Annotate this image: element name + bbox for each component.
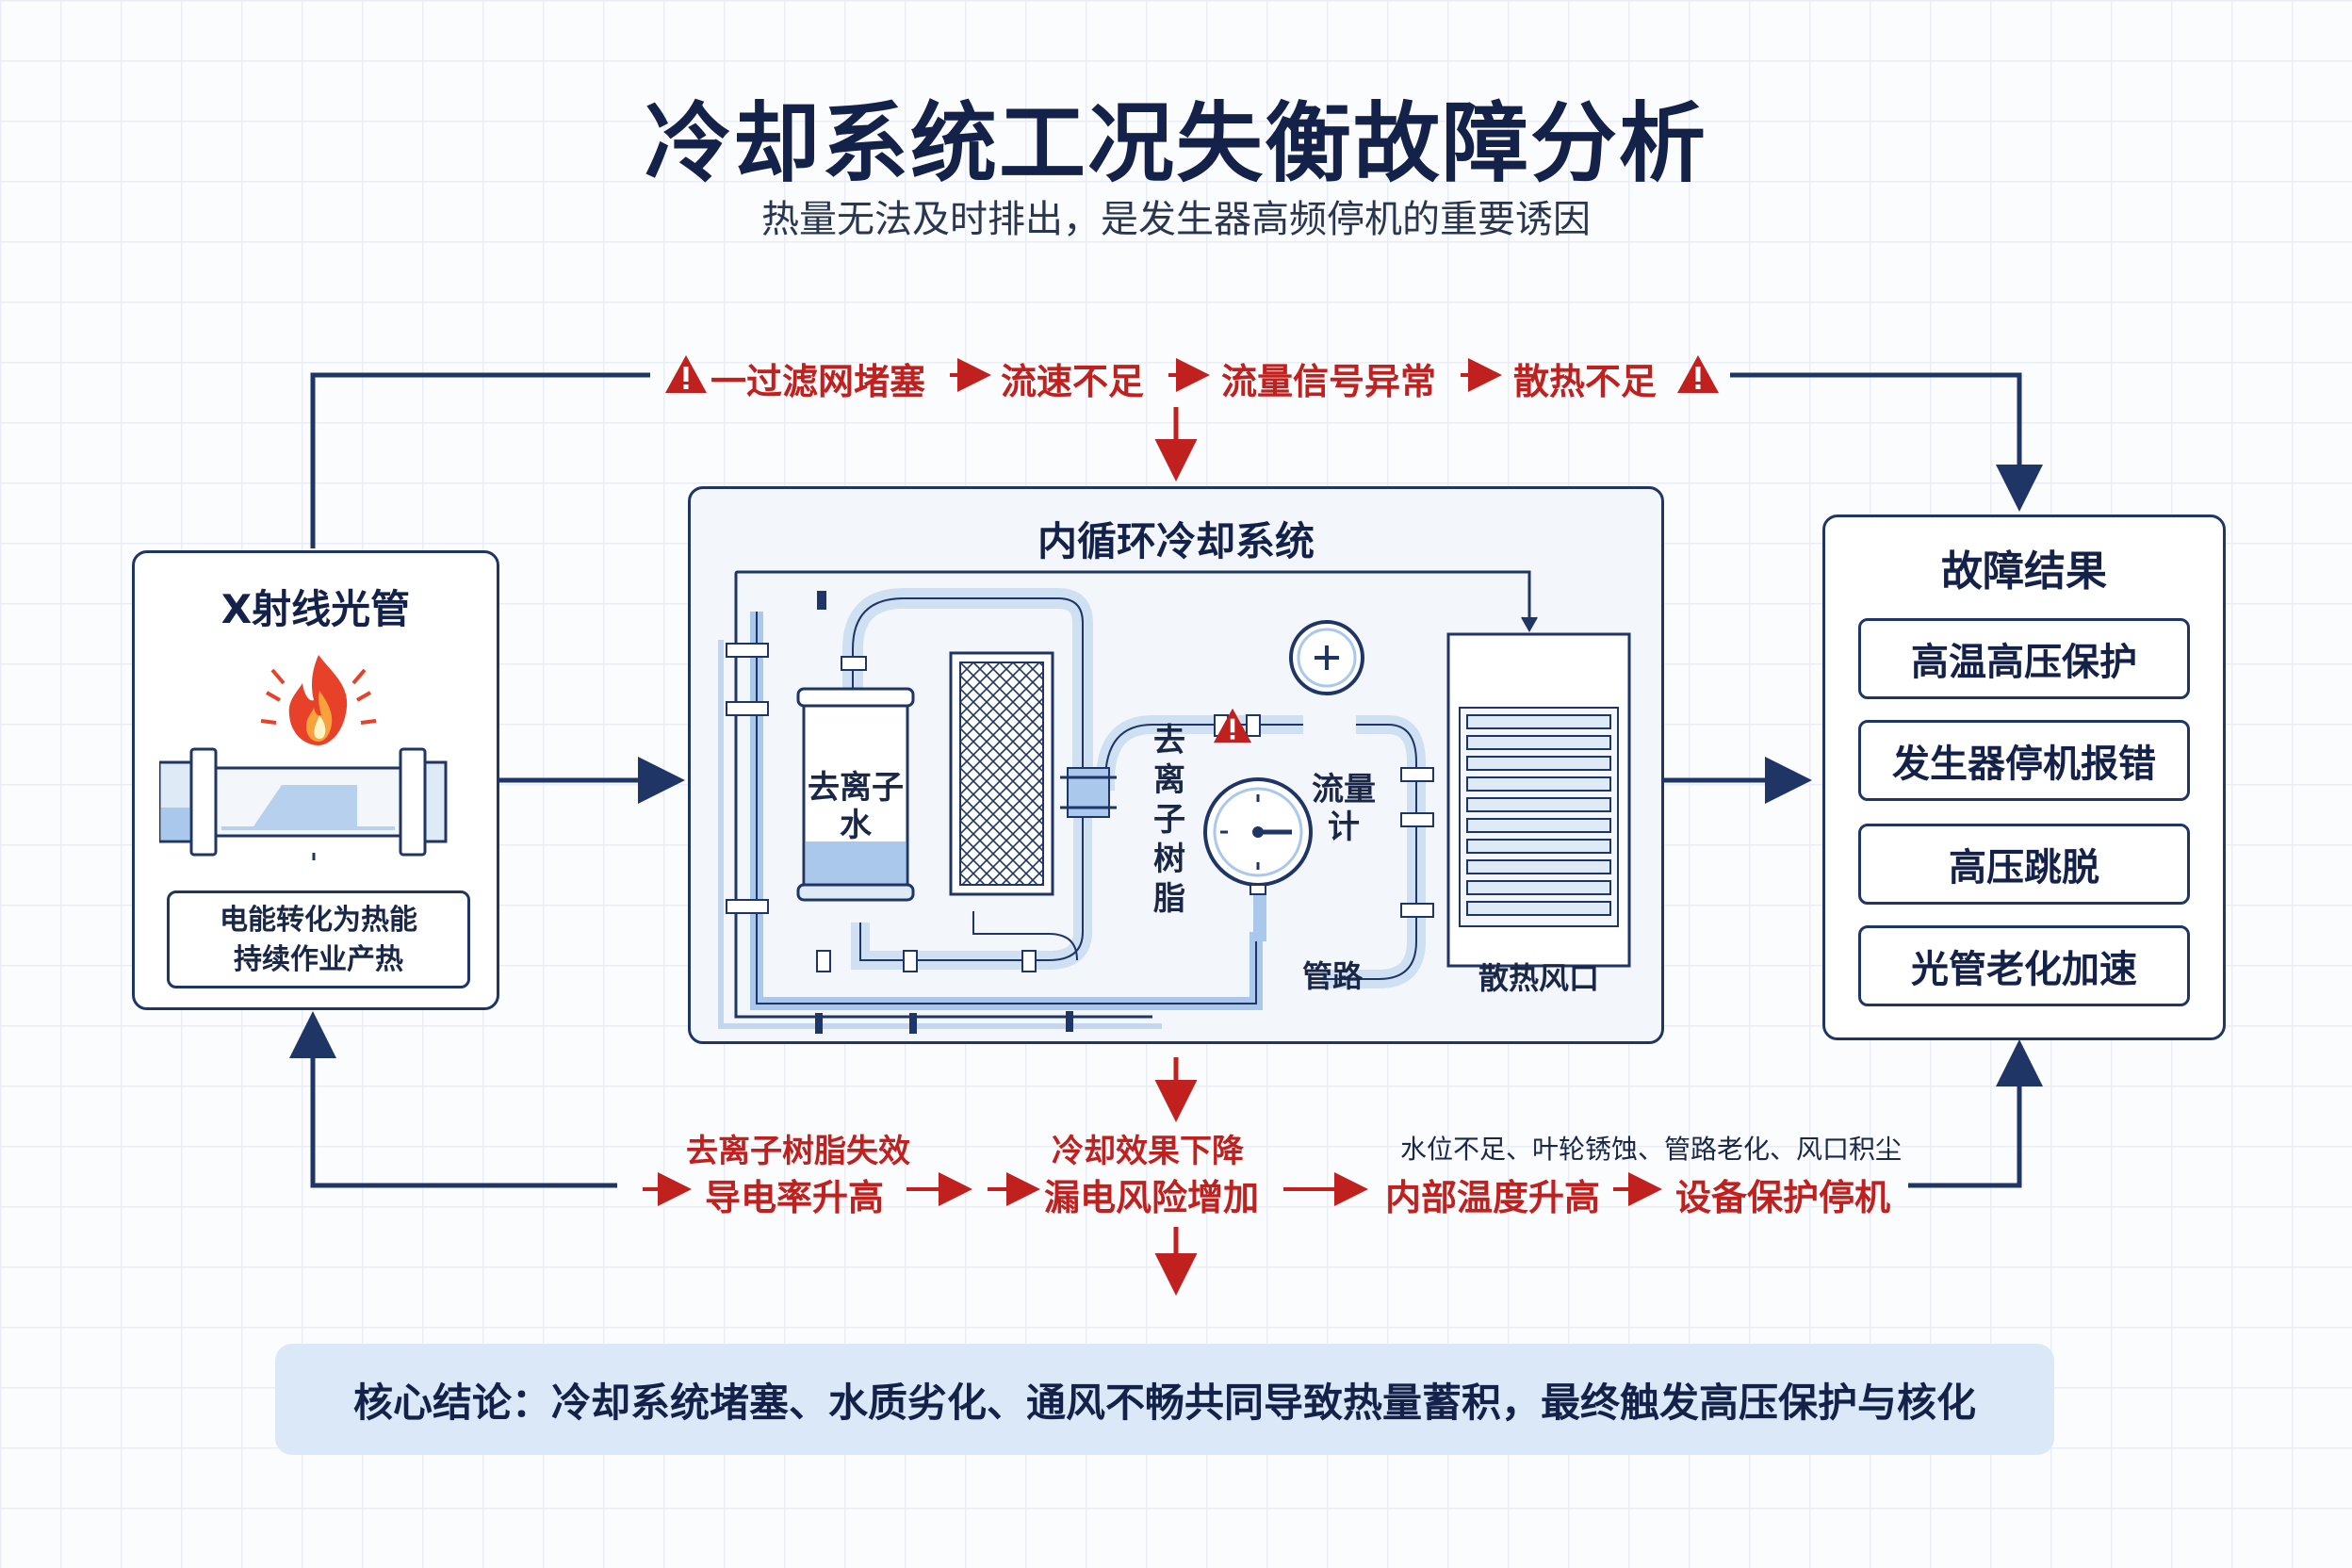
flowmeter-label-line2: 计 (1328, 808, 1360, 846)
warning-triangle-icon (1677, 355, 1719, 393)
tank-label-line2: 水 (840, 807, 872, 844)
resin-filter-icon (949, 651, 1054, 896)
flow-meter-dial-icon (1203, 777, 1313, 895)
result-item-high-temp-protection: 高温高压保护 (1858, 618, 2190, 699)
xray-tube-panel: X射线光管 电能转化为热能 持续作业产热 (132, 550, 499, 1010)
pipe-label: 管路 (1301, 958, 1363, 994)
xray-desc-line1: 电能转化为热能 (220, 904, 417, 937)
cooling-panel-title: 内循环冷却系统 (1037, 518, 1315, 564)
xray-panel-title: X射线光管 (220, 586, 411, 632)
xray-desc-line2: 持续作业产热 (234, 943, 403, 976)
result-item-generator-shutdown: 发生器停机报错 (1858, 720, 2190, 801)
resin-label: 去 离 子 树 脂 (1151, 721, 1188, 919)
flame-icon (260, 655, 377, 745)
tank-label-line1: 去离子 (808, 769, 904, 807)
bottom-chain-step-temperature: 内部温度升高 (1385, 1177, 1601, 1218)
result-item-hv-trip: 高压跳脱 (1858, 824, 2190, 905)
page-title: 冷却系统工况失衡故障分析 (644, 93, 1707, 194)
flowmeter-label-line1: 流量 (1312, 771, 1376, 808)
result-item-tube-aging: 光管老化加速 (1858, 925, 2190, 1006)
pressure-gauge-icon (1289, 620, 1364, 695)
bottom-chain-above-cooling: 冷却效果下降 (1052, 1133, 1244, 1170)
top-loop-line-left (310, 372, 650, 548)
top-chain-step-filter: 一过滤网堵塞 (710, 361, 926, 402)
top-chain-step-heat: 散热不足 (1513, 361, 1658, 402)
resin-label-char: 脂 (1153, 880, 1185, 918)
conclusion-banner: 核心结论：冷却系统堵塞、水质劣化、通风不畅共同导致热量蓄积，最终触发高压保护与核… (275, 1344, 2054, 1455)
cooling-system-panel: 内循环冷却系统 (688, 486, 1664, 1044)
xray-desc-box: 电能转化为热能 持续作业产热 (167, 890, 470, 988)
top-loop-line-right (1730, 372, 2043, 512)
cooling-circuit-diagram (718, 570, 1538, 1034)
vent-label: 散热风口 (1478, 960, 1599, 996)
top-chain-step-signal: 流量信号异常 (1221, 361, 1437, 402)
bottom-chain-step-conductivity: 导电率升高 (705, 1177, 885, 1218)
resin-label-char: 离 (1153, 761, 1185, 799)
deionized-water-tank-icon (796, 687, 915, 902)
top-chain-step-flowrate: 流速不足 (1001, 361, 1145, 402)
resin-label-char: 去 (1153, 722, 1185, 760)
bottom-chain-step-leakage: 漏电风险增加 (1044, 1177, 1260, 1218)
resin-label-char: 树 (1153, 841, 1185, 878)
results-panel-title: 故障结果 (1941, 547, 2107, 596)
bottom-loop-line-left (289, 1011, 617, 1188)
page-subtitle: 热量无法及时排出，是发生器高频停机的重要诱因 (761, 198, 1591, 241)
xray-tube-icon (159, 747, 448, 860)
warning-triangle-icon (665, 355, 707, 393)
bottom-chain-above-resin: 去离子树脂失效 (686, 1133, 910, 1170)
radiator-vent-icon (1446, 632, 1631, 968)
resin-label-char: 子 (1153, 801, 1185, 839)
bottom-loop-line-right (1908, 1039, 2043, 1188)
bottom-chain-above-causes: 水位不足、叶轮锈蚀、管路老化、风口积尘 (1400, 1134, 1903, 1165)
warning-triangle-icon (1213, 708, 1252, 743)
bottom-chain-step-shutdown: 设备保护停机 (1675, 1177, 1891, 1218)
